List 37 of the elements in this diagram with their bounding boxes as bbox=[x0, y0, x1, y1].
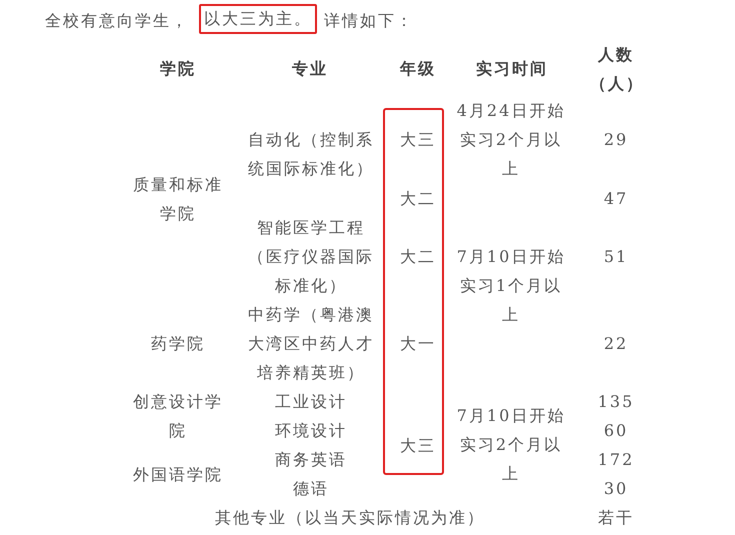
table-cell-text: 德语 bbox=[292, 478, 330, 500]
table-cell-text: 智能医学工程（医疗仪器国际标准化） bbox=[247, 217, 375, 297]
table-cell-text: 135 bbox=[596, 391, 636, 413]
table-cell-text: 其他专业（以当天实际情况为准） bbox=[214, 507, 486, 529]
table-cell-text: 自动化（控制系统国际标准化） bbox=[247, 129, 375, 180]
table-cell-text: 大三 bbox=[399, 129, 437, 151]
table-cell-text: 外国语学院 bbox=[132, 464, 224, 486]
table-cell-text: 172 bbox=[596, 449, 636, 471]
table-cell-text: 51 bbox=[602, 246, 630, 268]
column-header: 专业 bbox=[291, 58, 329, 80]
table-cell-text: 大三 bbox=[399, 435, 437, 457]
table-cell-text: 若干 bbox=[597, 507, 635, 529]
table-cell-text: 工业设计 bbox=[274, 391, 348, 413]
table-cell-text: 47 bbox=[602, 188, 630, 210]
table-cell-text: 22 bbox=[602, 333, 630, 355]
table-cell-text: 商务英语 bbox=[274, 449, 348, 471]
column-header: 实习时间 bbox=[475, 58, 549, 80]
table-cell-text: 创意设计学院 bbox=[132, 391, 224, 442]
table-cell-text: 30 bbox=[602, 478, 630, 500]
highlighted-phrase: 以大三为主。 bbox=[199, 4, 317, 34]
table-cell-text: 质量和标准学院 bbox=[132, 174, 224, 225]
intro-text: 全校有意向学生， bbox=[45, 10, 189, 32]
table-cell-text: 环境设计 bbox=[274, 420, 348, 442]
column-header: 学院 bbox=[159, 58, 197, 80]
table-cell-text: 药学院 bbox=[150, 333, 206, 355]
column-header: 人数（人） bbox=[590, 44, 642, 95]
table-cell-text: 60 bbox=[602, 420, 630, 442]
table-cell-text: 大一 bbox=[399, 333, 437, 355]
table-cell-text: 4月24日开始实习2个月以上 bbox=[456, 100, 566, 180]
table-cell-text: 大二 bbox=[399, 188, 437, 210]
table-cell-text: 29 bbox=[602, 129, 630, 151]
column-header: 年级 bbox=[398, 58, 437, 80]
table-cell-text: 大二 bbox=[399, 246, 437, 268]
table-cell-text: 7月10日开始实习1个月以上 bbox=[456, 246, 566, 326]
intro-text: 详情如下： bbox=[324, 10, 414, 32]
table-cell-text: 中药学（粤港澳大湾区中药人才培养精英班） bbox=[247, 304, 375, 384]
table-cell-text: 7月10日开始实习2个月以上 bbox=[456, 405, 566, 485]
